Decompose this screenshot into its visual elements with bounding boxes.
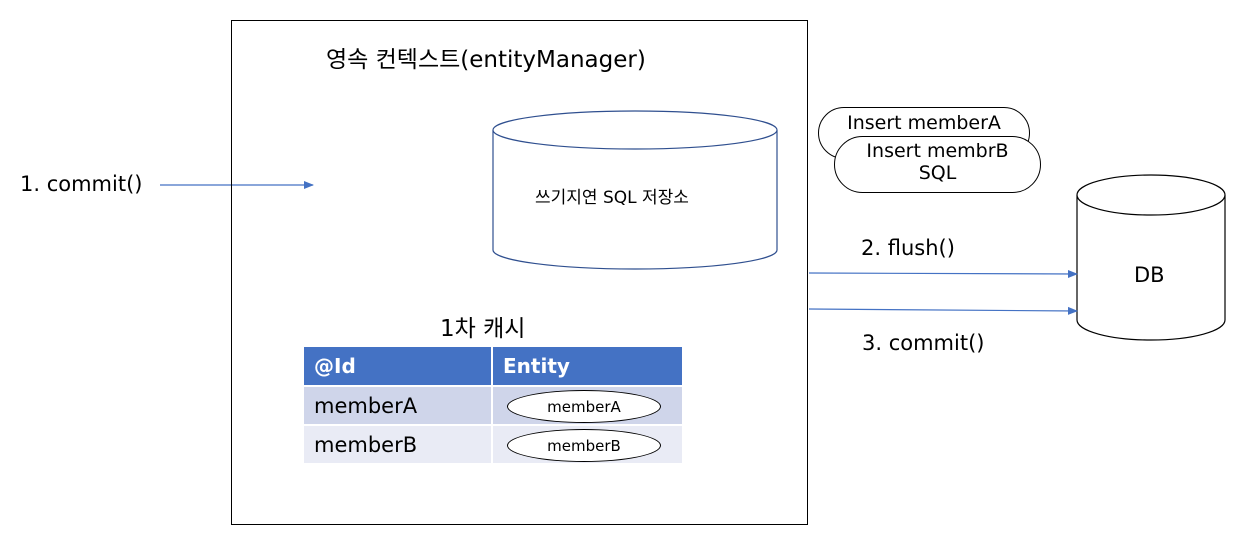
cache-entity-cell: memberB — [492, 424, 682, 463]
write-behind-store-cylinder — [492, 110, 778, 270]
db-label: DB — [1134, 263, 1165, 287]
commit-in-label: 1. commit() — [20, 172, 143, 196]
first-level-cache-title: 1차 캐시 — [440, 316, 526, 342]
cache-id-cell: memberB — [304, 424, 493, 463]
cache-id-cell: memberA — [304, 385, 493, 425]
cache-entity-cell: memberA — [492, 385, 682, 425]
cache-header-id: @Id — [304, 347, 493, 386]
table-row: memberA memberA — [304, 385, 682, 425]
first-level-cache-table: @Id Entity memberA memberA memberB membe… — [304, 347, 682, 463]
flush-label: 2. flush() — [861, 236, 955, 260]
db-cylinder — [1076, 174, 1226, 341]
sql-card-back-line: Insert memberA — [847, 112, 1001, 134]
cache-header-entity: Entity — [492, 347, 682, 386]
flush-arrow — [808, 269, 1078, 278]
entity-oval: memberA — [507, 390, 661, 423]
commit-out-arrow — [808, 306, 1078, 315]
sql-card-front-line-1: Insert membrB — [866, 140, 1009, 162]
sql-card-front-line-2: SQL — [918, 162, 957, 184]
sql-card-front: Insert membrB SQL — [834, 136, 1041, 193]
commit-out-label: 3. commit() — [862, 331, 985, 355]
persistence-context-title: 영속 컨텍스트(entityManager) — [326, 47, 646, 73]
cache-header-row: @Id Entity — [304, 347, 682, 386]
table-row: memberB memberB — [304, 424, 682, 463]
write-behind-store-label: 쓰기지연 SQL 저장소 — [535, 188, 689, 208]
entity-oval: memberB — [507, 429, 661, 462]
persistence-context-box — [231, 20, 808, 525]
